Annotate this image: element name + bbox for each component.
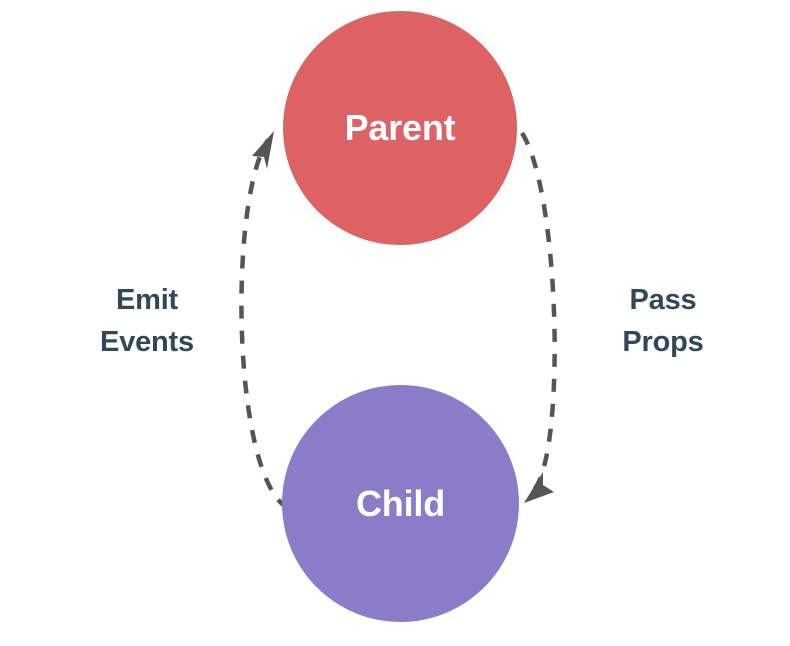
edge-label-emit-events-line1: Emit [115, 284, 179, 316]
node-parent-label: Parent [344, 107, 456, 148]
edge-label-emit-events: Emit Events [57, 279, 237, 363]
node-child[interactable]: Child [282, 385, 519, 622]
pass-props-arrow-path [520, 131, 557, 495]
emit-events-arrowhead-icon [252, 131, 274, 169]
node-parent[interactable]: Parent [283, 11, 517, 245]
edge-label-emit-events-line2: Events [100, 326, 194, 359]
emit-events-arrow-path [239, 138, 290, 510]
pass-props-arrowhead-icon [524, 472, 554, 503]
edge-label-pass-props-line2: Props [622, 326, 704, 359]
node-child-label: Child [356, 482, 445, 524]
edge-label-pass-props: Pass Props [573, 279, 753, 363]
edge-label-pass-props-line1: Pass [629, 284, 697, 316]
